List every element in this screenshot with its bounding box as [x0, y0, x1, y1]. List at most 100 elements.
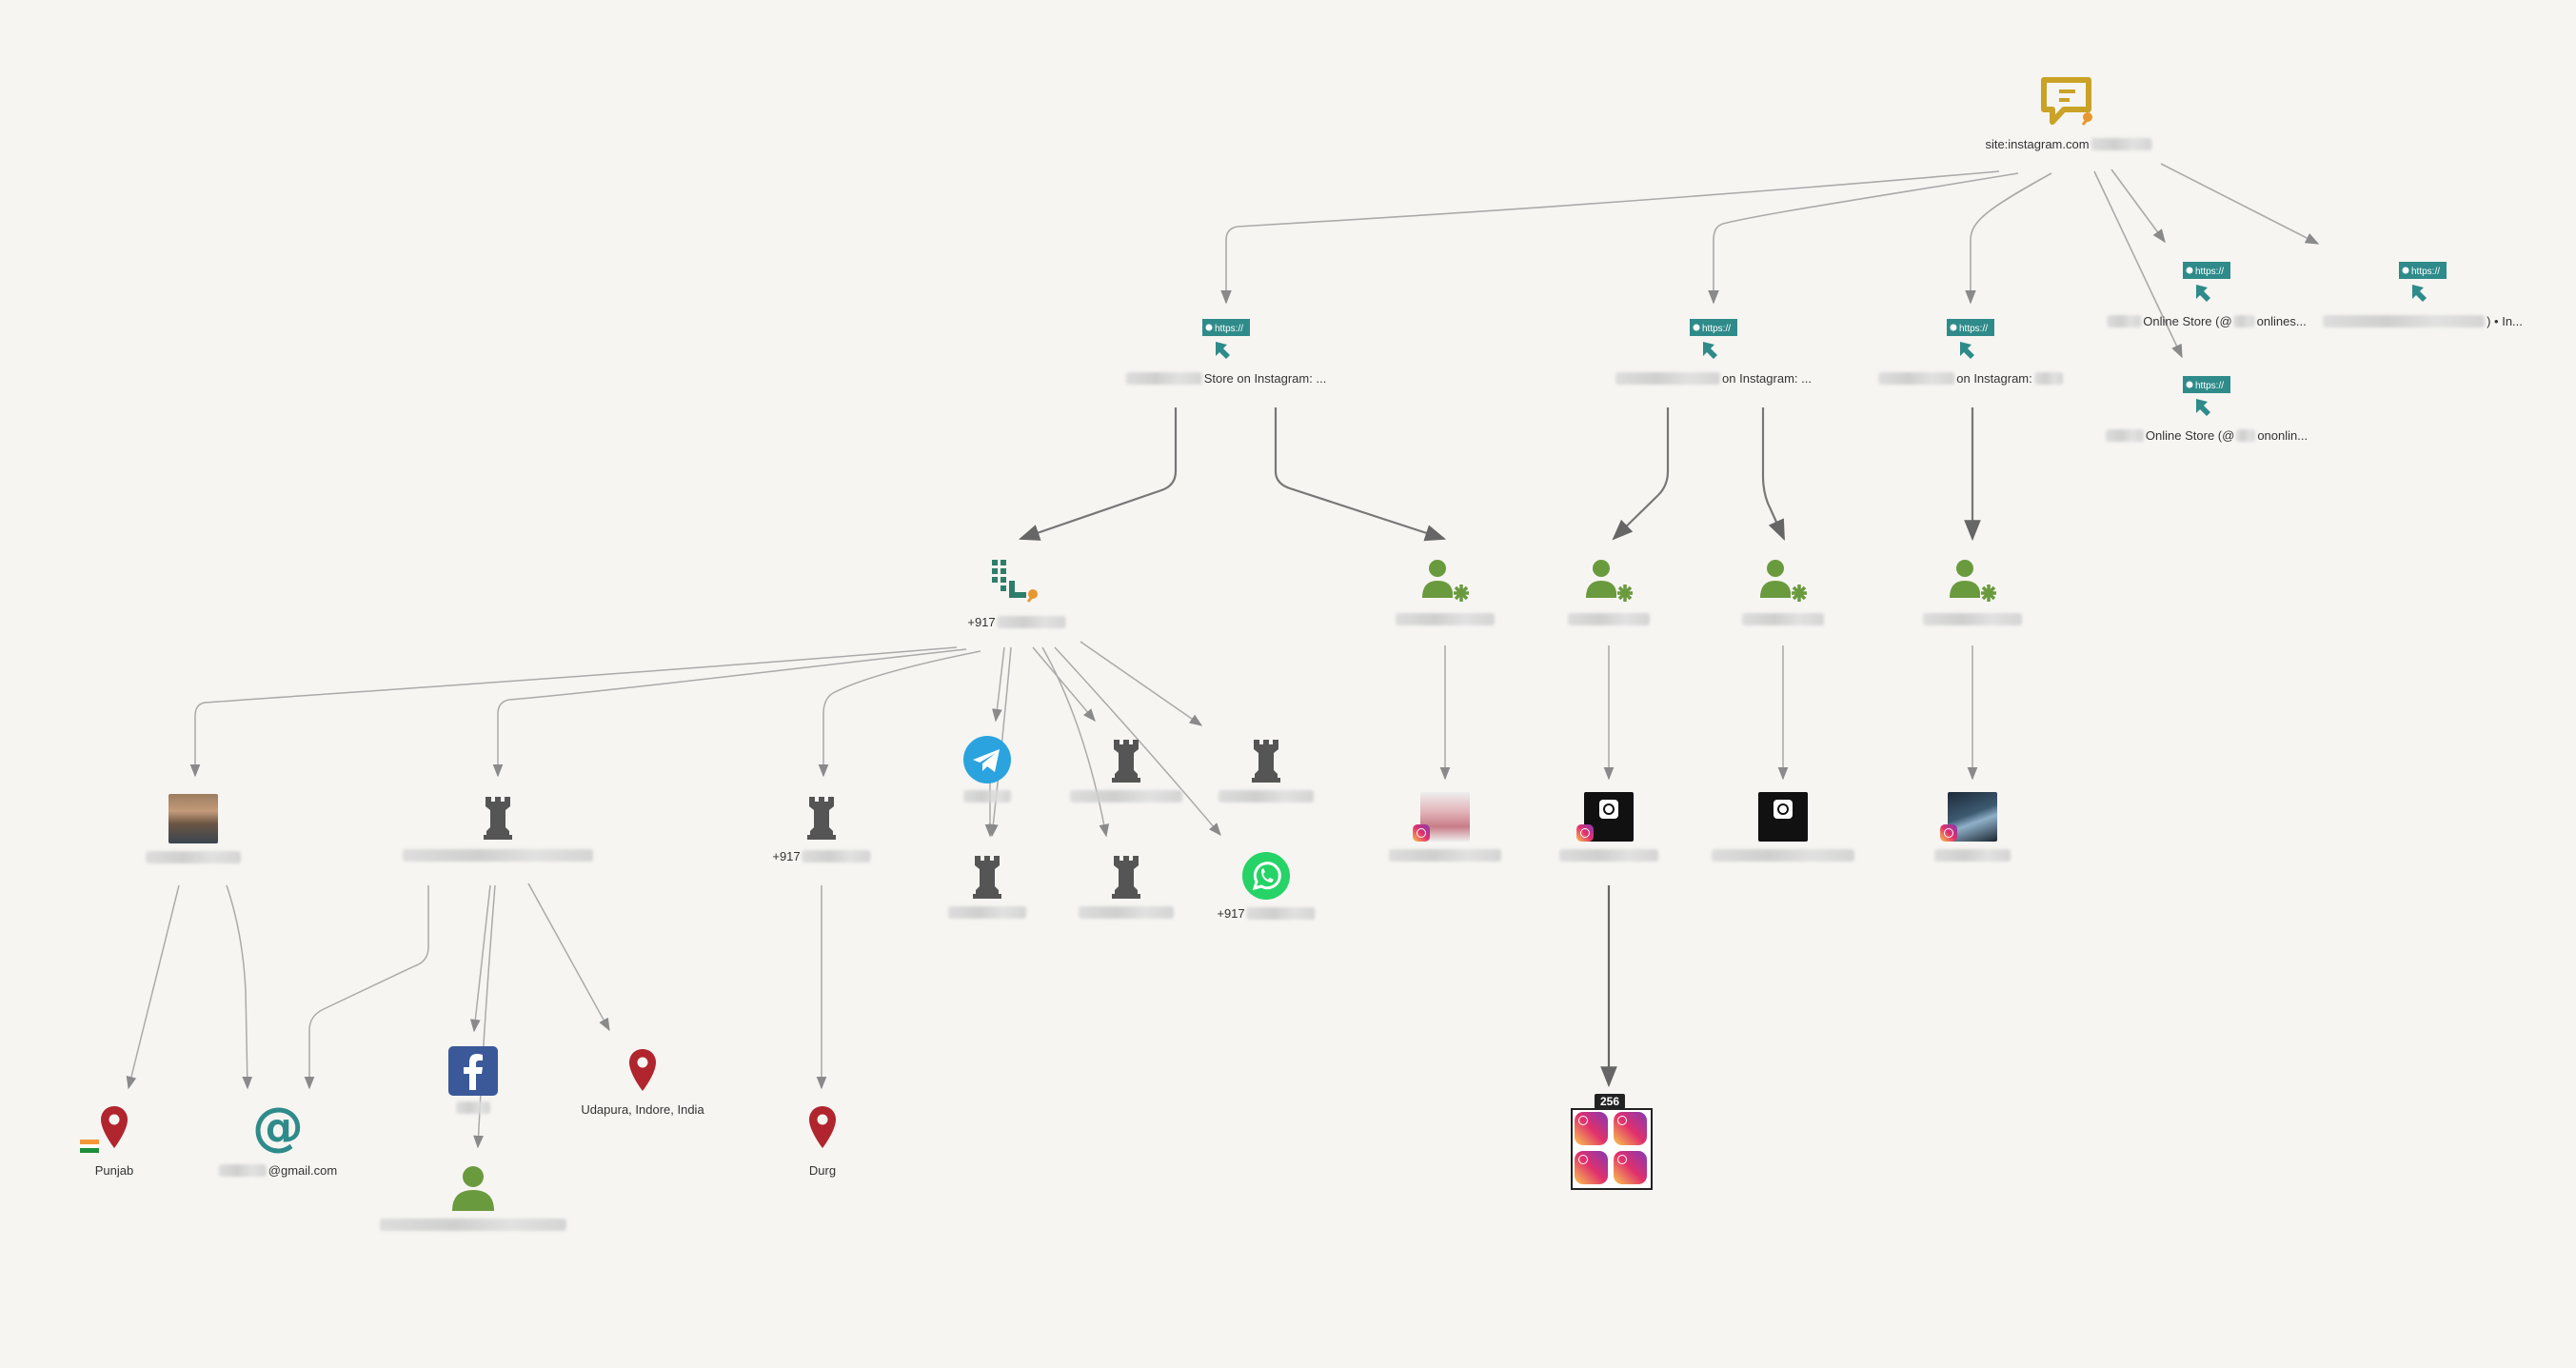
- svg-text:https://: https://: [1702, 324, 1731, 334]
- alias-1-label: [1396, 613, 1495, 625]
- website-5-label: Online Store (@ononlin...: [2105, 428, 2308, 443]
- rook-icon: [1112, 856, 1140, 899]
- website-1-label: Store on Instagram: ...: [1125, 371, 1326, 386]
- profile-photo-avatar: [168, 794, 218, 843]
- instagram-grid: [1571, 1108, 1653, 1190]
- punjab-label: Punjab: [94, 1163, 134, 1178]
- edge-root-w6: [2160, 163, 2320, 245]
- at-sign-icon: @: [252, 1097, 304, 1157]
- phone-keypad-icon: [992, 560, 1038, 603]
- map-pin-icon: [809, 1106, 836, 1148]
- instagram-badge-icon: [1940, 824, 1957, 842]
- instagram-icon: [1614, 1151, 1647, 1184]
- edge-root-w2: [1708, 172, 2019, 305]
- edge-root-w4: [2110, 169, 2166, 244]
- svg-text:https://: https://: [1215, 324, 1243, 334]
- svg-text:https://: https://: [2195, 381, 2224, 391]
- edge-phone-whatsapp: [1054, 646, 1221, 837]
- alias-3-label: [1742, 613, 1824, 625]
- udapura-label: Udapura, Indore, India: [581, 1102, 704, 1117]
- instagram-profile-4-label: [1934, 849, 2011, 862]
- person-alias-icon: [1760, 560, 1807, 602]
- edge-w2-alias2: [1612, 407, 1670, 541]
- root-label: site:instagram.com: [1985, 137, 2152, 151]
- edge-root-w5: [2093, 170, 2183, 359]
- svg-text:https://: https://: [2195, 267, 2224, 277]
- edge-w1-alias1: [1274, 407, 1447, 542]
- alias-2-label: [1568, 613, 1650, 625]
- rook-icon: [1112, 740, 1140, 783]
- edge-phone-rook4: [1032, 646, 1096, 723]
- brand-logo-icon: [1599, 800, 1618, 819]
- https-website-icon: https://: [2399, 262, 2447, 302]
- telegram-label: [963, 790, 1011, 803]
- alias-4-label: [1923, 613, 2022, 625]
- website-3-label: on Instagram:: [1878, 371, 2063, 386]
- rook-5-label: [1079, 906, 1174, 919]
- rook-6-label: [1219, 790, 1314, 803]
- phone-label: +917: [967, 615, 1066, 629]
- edge-profile-punjab: [126, 884, 180, 1090]
- rook-icon: [1252, 740, 1280, 783]
- instagram-profile-1-label: [1389, 849, 1501, 862]
- rook-icon: [973, 856, 1001, 899]
- rook-icon: [807, 797, 836, 840]
- edge-root-w1: [1220, 170, 2000, 305]
- edge-rook1-person: [473, 884, 496, 1149]
- speech-bubble-pin-icon: [2041, 77, 2092, 126]
- rook-4-label: [1070, 790, 1182, 803]
- https-website-icon: https://: [1202, 319, 1250, 359]
- edge-w2-alias3: [1761, 407, 1786, 542]
- website-6-label: ) • In...: [2323, 314, 2523, 328]
- edge-phone-profile: [189, 646, 958, 778]
- whatsapp-icon: [1242, 852, 1290, 900]
- facebook-icon: [448, 1046, 498, 1096]
- rook-1-label: [403, 849, 593, 862]
- https-website-icon: https://: [2183, 376, 2230, 416]
- edge-rook1-email: [304, 885, 429, 1090]
- rook-icon: [484, 797, 512, 840]
- whatsapp-label: +917: [1217, 906, 1316, 921]
- instagram-icon: [1614, 1112, 1647, 1145]
- https-website-icon: https://: [2183, 262, 2230, 302]
- map-pin-icon: [629, 1049, 656, 1091]
- edge-rook1-udapura: [527, 882, 610, 1032]
- edge-root-w3: [1965, 172, 2052, 305]
- facebook-label: [456, 1101, 490, 1114]
- website-2-label: on Instagram: ...: [1615, 371, 1812, 386]
- edge-phone-rook1: [492, 648, 967, 778]
- email-label: @gmail.com: [218, 1163, 337, 1178]
- india-flag-icon: [80, 1140, 99, 1153]
- telegram-icon: [963, 736, 1011, 783]
- edge-phone-rook6: [1080, 641, 1203, 726]
- map-pin-icon: [101, 1106, 128, 1148]
- edge-w1-phone: [1018, 407, 1178, 541]
- person-alias-icon: [1950, 560, 1996, 602]
- person-icon: [452, 1166, 494, 1211]
- instagram-icon: [1575, 1151, 1608, 1184]
- brand-logo-icon: [1773, 800, 1793, 819]
- instagram-icon: [1575, 1112, 1608, 1145]
- instagram-badge-icon: [1576, 824, 1594, 842]
- durg-label: Durg: [808, 1163, 837, 1178]
- edge-phone-rook3: [987, 646, 1012, 838]
- instagram-badge-icon: [1413, 824, 1430, 842]
- person-alias-icon: [1586, 560, 1633, 602]
- rook-3-label: [948, 906, 1026, 919]
- https-website-icon: https://: [1690, 319, 1737, 359]
- person-alias-icon: [1422, 560, 1469, 602]
- profile-1-label: [146, 851, 241, 863]
- instagram-profile-3-label: [1712, 849, 1854, 862]
- svg-text:https://: https://: [1959, 324, 1988, 334]
- instagram-profile-2-label: [1559, 849, 1658, 862]
- rook-2-label: +917: [772, 849, 871, 863]
- https-website-icon: https://: [1947, 319, 1994, 359]
- person-label: [380, 1219, 566, 1231]
- website-4-label: Online Store (@onlines...: [2107, 314, 2307, 328]
- edge-phone-telegram: [992, 646, 1005, 723]
- svg-text:https://: https://: [2411, 267, 2440, 277]
- edge-rook1-facebook: [469, 884, 491, 1033]
- edge-profile-email: [226, 884, 253, 1090]
- edge-phone-rook2: [818, 650, 981, 778]
